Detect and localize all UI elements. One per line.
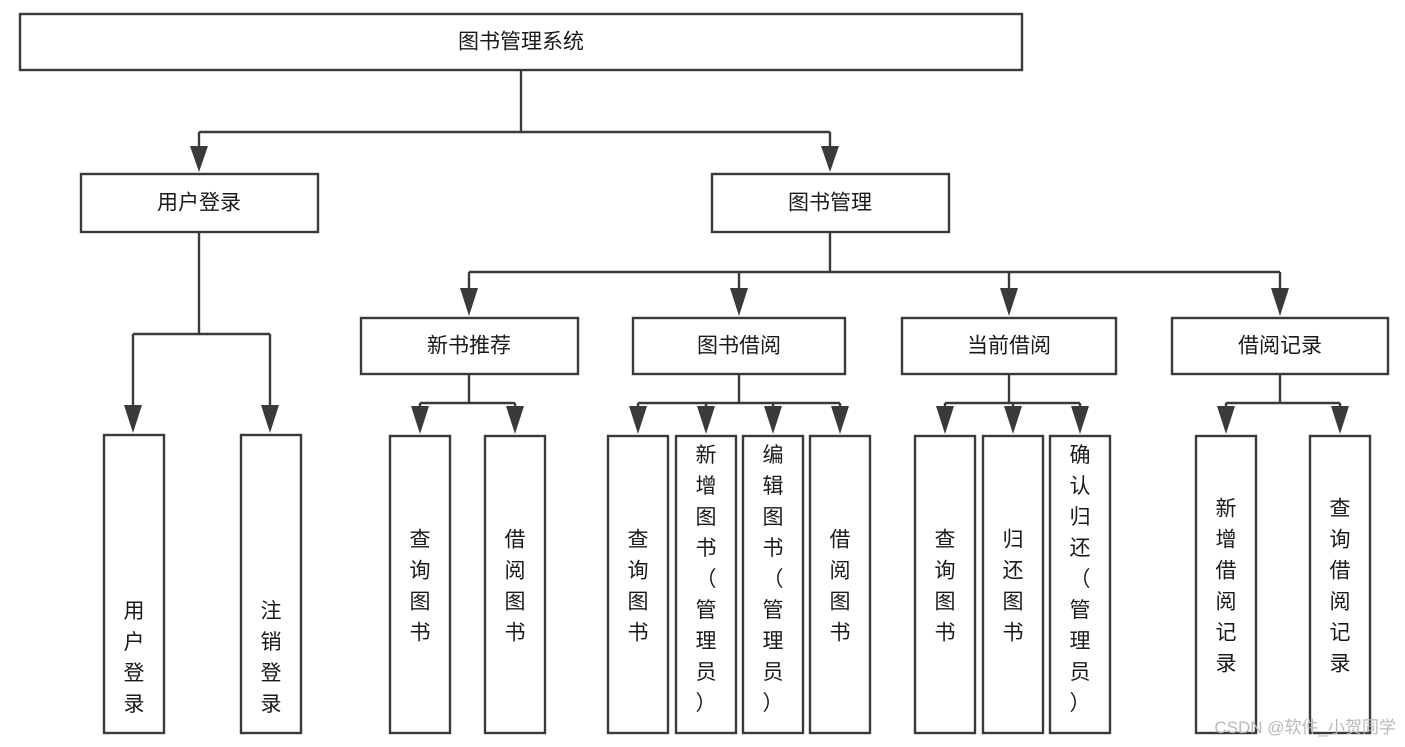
node-new-book-recommend[interactable]: 新书推荐 [359,316,580,376]
leaf-book-borrow-3[interactable]: 编辑图书（管理员） [741,434,805,735]
leaf-borrow-record-1-box[interactable] [1194,434,1258,735]
leaf-book-borrow-4[interactable]: 借阅图书 [808,434,872,735]
leaf-current-borrow-2-label: 归还图书 [1003,529,1024,645]
node-book-mgmt-label: 图书管理 [788,192,872,215]
leaf-current-borrow-1-label: 查询图书 [935,529,956,645]
arrow-head-book-mgmt [821,146,839,172]
leaf-borrow-record-2-label: 查询借阅记录 [1330,498,1351,676]
leaf-current-borrow-1-box[interactable] [913,434,977,735]
node-borrow-record[interactable]: 借阅记录 [1170,316,1390,376]
leaf-new-book-1-box[interactable] [388,434,452,735]
node-current-borrow-box[interactable] [900,316,1118,376]
arrow-head-leaf-book-borrow-3 [764,406,782,434]
leaf-book-borrow-1-box[interactable] [606,434,670,735]
leaf-book-borrow-4-box[interactable] [808,434,872,735]
leaf-current-borrow-1[interactable]: 查询图书 [913,434,977,735]
leaf-user-login-2[interactable]: 注销登录 [239,433,303,735]
node-new-book-recommend-box[interactable] [359,316,580,376]
leaf-book-borrow-4-label: 借阅图书 [830,529,851,645]
leaf-current-borrow-3-label: 确认归还（管理员） [1070,444,1091,715]
node-borrow-record-label: 借阅记录 [1238,335,1322,358]
node-book-borrow[interactable]: 图书借阅 [631,316,847,376]
leaf-current-borrow-2[interactable]: 归还图书 [981,434,1045,735]
leaf-book-borrow-2[interactable]: 新增图书（管理员） [674,434,738,735]
leaf-borrow-record-1-label: 新增借阅记录 [1216,498,1237,676]
node-user-login[interactable]: 用户登录 [79,172,320,234]
leaf-new-book-2[interactable]: 借阅图书 [483,434,547,735]
arrow-head-leaf-new-book-2 [506,406,524,434]
arrow-head-leaf-book-borrow-4 [831,406,849,434]
node-new-book-recommend-label: 新书推荐 [427,335,511,358]
node-book-mgmt[interactable]: 图书管理 [710,172,951,234]
leaf-new-book-1-label: 查询图书 [410,529,431,645]
node-current-borrow-label: 当前借阅 [967,335,1051,358]
leaf-user-login-1-label: 用户登录 [124,600,145,716]
connector-layer [124,70,1349,434]
node-borrow-record-box[interactable] [1170,316,1390,376]
node-user-login-label: 用户登录 [157,192,241,215]
leaf-new-book-2-label: 借阅图书 [505,529,526,645]
leaf-book-borrow-2-box[interactable] [674,434,738,735]
leaf-borrow-record-2[interactable]: 查询借阅记录 [1308,434,1372,735]
leaf-current-borrow-3-box[interactable] [1048,434,1112,735]
arrow-head-new-book [460,288,478,316]
arrow-head-leaf-book-borrow-2 [697,406,715,434]
arrow-head-book-borrow [730,288,748,316]
node-book-borrow-box[interactable] [631,316,847,376]
leaf-new-book-1[interactable]: 查询图书 [388,434,452,735]
arrow-head-leaf-current-borrow-2 [1004,406,1022,434]
watermark-label: CSDN @软件_小贺同学 [1214,718,1396,737]
leaf-book-borrow-2-label: 新增图书（管理员） [696,444,717,715]
leaf-current-borrow-2-box[interactable] [981,434,1045,735]
leaf-book-borrow-1[interactable]: 查询图书 [606,434,670,735]
node-root-label: 图书管理系统 [458,31,584,54]
leaf-book-borrow-3-box[interactable] [741,434,805,735]
arrow-head-current-borrow [1000,288,1018,316]
arrow-head-leaf-user-login-2 [261,405,279,433]
leaf-user-login-2-box[interactable] [239,433,303,735]
arrow-head-leaf-borrow-record-2 [1331,406,1349,434]
leaf-current-borrow-3[interactable]: 确认归还（管理员） [1048,434,1112,735]
leaf-borrow-record-2-box[interactable] [1308,434,1372,735]
arrow-head-leaf-borrow-record-1 [1217,406,1235,434]
node-user-login-box[interactable] [79,172,320,234]
leaf-book-borrow-1-label: 查询图书 [628,529,649,645]
node-root[interactable]: 图书管理系统 [18,12,1024,72]
arrow-head-leaf-current-borrow-3 [1071,406,1089,434]
node-book-mgmt-box[interactable] [710,172,951,234]
leaf-borrow-record-1[interactable]: 新增借阅记录 [1194,434,1258,735]
leaf-user-login-2-label: 注销登录 [261,600,282,716]
arrow-head-user-login [190,146,208,172]
leaf-user-login-1[interactable]: 用户登录 [102,433,166,735]
arrow-head-leaf-new-book-1 [411,406,429,434]
arrow-head-leaf-user-login-1 [124,405,142,433]
arrow-head-borrow-record [1271,288,1289,316]
leaf-new-book-2-box[interactable] [483,434,547,735]
node-root-box[interactable] [18,12,1024,72]
arrow-head-leaf-current-borrow-1 [936,406,954,434]
node-current-borrow[interactable]: 当前借阅 [900,316,1118,376]
leaf-book-borrow-3-label: 编辑图书（管理员） [763,444,784,715]
node-book-borrow-label: 图书借阅 [697,335,781,358]
arrow-head-leaf-book-borrow-1 [629,406,647,434]
leaf-user-login-1-box[interactable] [102,433,166,735]
